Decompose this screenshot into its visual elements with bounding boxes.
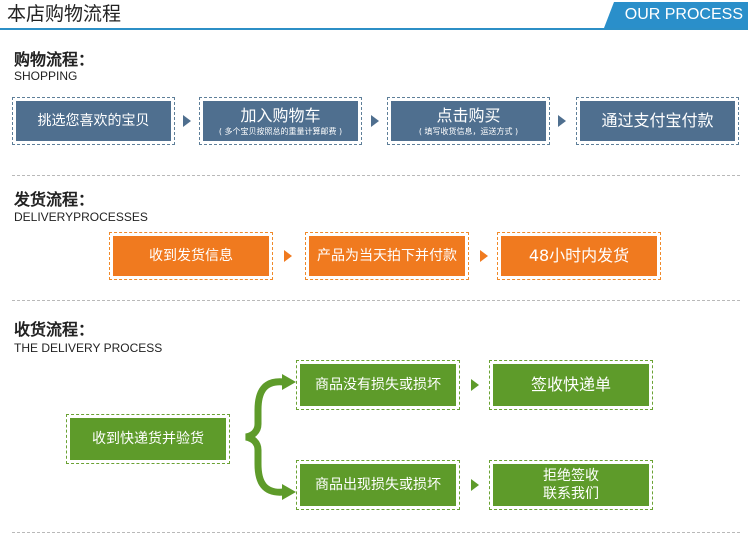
section-divider: [12, 175, 740, 176]
shopping-step-4-label: 通过支付宝付款: [601, 111, 714, 130]
shopping-section-title: 购物流程：: [14, 50, 95, 69]
receiving-bad-check-label: 商品出现损失或损坏: [315, 477, 441, 493]
receiving-bad-result-line2: 联系我们: [543, 486, 599, 502]
receiving-ok-result-label: 签收快递单: [530, 375, 611, 394]
arrow-right-icon: [558, 115, 566, 127]
shopping-step-2: 加入购物车 ( 多个宝贝按照总的重量计算邮费 ): [199, 97, 362, 145]
arrow-right-icon: [471, 479, 479, 491]
arrow-right-icon: [284, 250, 292, 262]
delivery-step-2-label: 产品为当天拍下并付款: [317, 248, 457, 264]
delivery-step-3: 48小时内发货: [497, 232, 661, 280]
receiving-bad-result-line1: 拒绝签收: [543, 468, 599, 484]
page-header: 本店购物流程 OUR PROCESS: [0, 0, 748, 30]
shopping-step-3: 点击购买 ( 填写收货信息，运送方式 ): [387, 97, 550, 145]
delivery-section-title: 发货流程：: [14, 190, 95, 209]
delivery-step-2: 产品为当天拍下并付款: [305, 232, 469, 280]
page-title: 本店购物流程: [7, 3, 122, 25]
receiving-bad-result: 拒绝签收 联系我们: [489, 460, 653, 510]
shopping-step-1-label: 挑选您喜欢的宝贝: [37, 113, 150, 129]
shopping-step-3-label: 点击购买: [436, 105, 501, 125]
shopping-step-1: 挑选您喜欢的宝贝: [12, 97, 175, 145]
delivery-section-subtitle: DELIVERYPROCESSES: [14, 210, 148, 224]
receiving-bad-check: 商品出现损失或损坏: [296, 460, 460, 510]
shopping-section-subtitle: SHOPPING: [14, 69, 78, 83]
receiving-section-title: 收货流程：: [14, 320, 95, 339]
receiving-ok-check-label: 商品没有损失或损坏: [315, 377, 441, 393]
our-process-badge: OUR PROCESS: [604, 2, 748, 28]
receiving-section-subtitle: THE DELIVERY PROCESS: [14, 341, 163, 355]
arrow-right-icon: [183, 115, 191, 127]
section-divider: [12, 300, 740, 301]
receiving-ok-result: 签收快递单: [489, 360, 653, 410]
receiving-start-step: 收到快递货并验货: [66, 414, 230, 464]
section-divider: [12, 532, 740, 533]
arrow-right-icon: [471, 379, 479, 391]
arrow-right-icon: [480, 250, 488, 262]
curly-brace-icon: [245, 374, 296, 500]
receiving-ok-check: 商品没有损失或损坏: [296, 360, 460, 410]
shopping-step-3-note: ( 填写收货信息，运送方式 ): [418, 126, 519, 136]
shopping-step-2-note: ( 多个宝贝按照总的重量计算邮费 ): [218, 126, 343, 136]
delivery-step-1-label: 收到发货信息: [149, 248, 233, 264]
receiving-start-label: 收到快递货并验货: [92, 431, 204, 447]
arrow-right-icon: [371, 115, 379, 127]
shopping-step-4: 通过支付宝付款: [576, 97, 739, 145]
shopping-step-2-label: 加入购物车: [240, 105, 321, 125]
delivery-step-1: 收到发货信息: [109, 232, 273, 280]
delivery-step-3-label: 48小时内发货: [528, 246, 630, 265]
